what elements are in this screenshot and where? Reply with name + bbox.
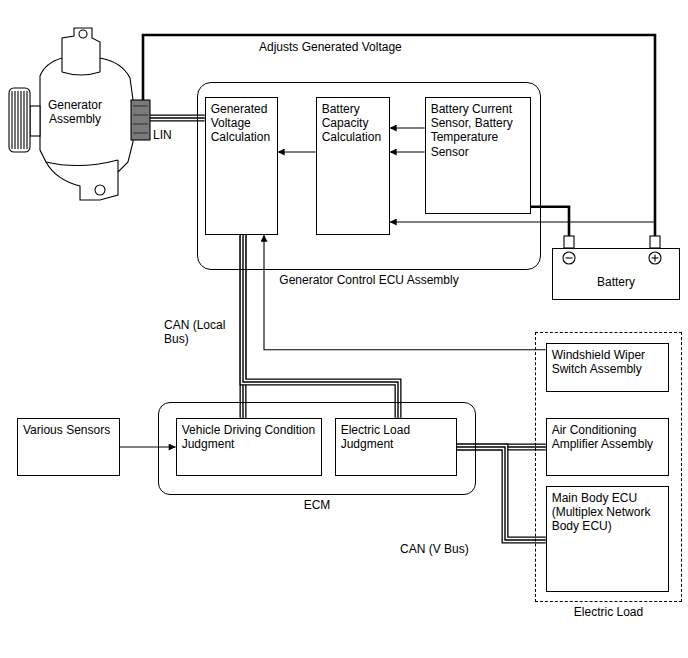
pulley-groove: [14, 91, 15, 149]
mount-hole: [95, 185, 105, 195]
bus-line: [457, 447, 546, 540]
minus-symbol: [563, 252, 575, 264]
generator-shaft: [30, 106, 40, 136]
node-label: Generated Voltage Calculation: [211, 102, 272, 145]
pulley-groove: [26, 91, 27, 149]
process-box: Generated Voltage Calculation: [205, 97, 278, 235]
plus-symbol: [649, 252, 661, 264]
process-box: Electric Load Judgment: [335, 418, 457, 476]
sensor-box: Various Sensors: [17, 418, 120, 476]
generator-assembly: Generator Assembly: [5, 30, 165, 210]
bus-line: [243, 235, 398, 418]
edge-label: CAN (Local Bus): [163, 318, 231, 347]
process-box: Battery Capacity Calculation: [316, 97, 390, 235]
bus-outer: [457, 447, 546, 540]
signal-line: [143, 35, 655, 236]
node-label: Main Body ECU (Multiplex Network Body EC…: [552, 491, 663, 534]
signal-line: [390, 152, 425, 153]
connector-path: [390, 221, 655, 222]
signal-line: [278, 152, 316, 153]
node-label: Battery: [597, 275, 635, 289]
bus-core: [243, 235, 398, 418]
process-box: Vehicle Driving Condition Judgment: [176, 418, 322, 476]
symbol-stroke: [654, 255, 655, 262]
signal-line: [264, 235, 546, 350]
electric-load-group: Electric LoadWindshield Wiper Switch Ass…: [535, 332, 682, 602]
battery-terminal: [650, 236, 660, 248]
load-box: Windshield Wiper Switch Assembly: [546, 343, 669, 392]
edge-label: CAN (V Bus): [399, 542, 470, 556]
node-label: Windshield Wiper Switch Assembly: [552, 348, 663, 377]
sensor-box: Battery Current Sensor, Battery Temperat…: [425, 97, 531, 214]
connector-path: [390, 127, 425, 128]
connector-path: [278, 151, 316, 152]
load-box: Main Body ECU (Multiplex Network Body EC…: [546, 486, 669, 592]
connector-path: [264, 235, 546, 350]
battery-terminal: [564, 236, 574, 248]
node-label: Battery Capacity Calculation: [322, 102, 384, 145]
node-label: Vehicle Driving Condition Judgment: [182, 423, 316, 452]
group-heading: Generator Control ECU Assembly: [178, 273, 560, 287]
connector-path: [143, 35, 655, 236]
battery-box: Battery: [552, 248, 680, 300]
symbol-stroke: [566, 257, 573, 258]
node-label: Electric Load Judgment: [341, 423, 451, 452]
connector-path: [120, 446, 176, 447]
node-label: Air Conditioning Amplifier Assembly: [552, 423, 663, 452]
signal-line: [390, 222, 655, 223]
signal-line: [390, 128, 425, 129]
pulley-groove: [17, 91, 18, 149]
signal-line: [531, 207, 569, 236]
signal-line: [120, 447, 176, 448]
node-label: Various Sensors: [23, 423, 114, 437]
connector-path: [390, 151, 425, 152]
connector-rib: [133, 105, 148, 106]
bus-gap: [457, 447, 546, 540]
bus-outer: [243, 235, 398, 418]
connector-path: [531, 207, 569, 236]
generator-pulley: [9, 88, 30, 152]
bus-gap: [243, 235, 398, 418]
group-heading: ECM: [139, 498, 495, 512]
generator-connector: [131, 100, 150, 140]
edge-label: Adjusts Generated Voltage: [258, 40, 403, 54]
load-box: Air Conditioning Amplifier Assembly: [546, 418, 669, 476]
connector-rib: [133, 123, 148, 124]
node-label: Generator Assembly: [33, 98, 117, 127]
connector-rib: [133, 132, 148, 133]
pulley-groove: [23, 91, 24, 149]
battery-terminals: [552, 248, 680, 300]
mount-hole: [79, 30, 87, 38]
ecm-group: ECMVehicle Driving Condition JudgmentEle…: [158, 402, 476, 495]
pulley-groove: [20, 91, 21, 149]
ecu-group: Generator Control ECU AssemblyGenerated …: [197, 82, 541, 270]
group-heading: Electric Load: [516, 605, 688, 619]
bus-core: [457, 447, 546, 540]
pulley-groove: [11, 91, 12, 149]
connector-rib: [133, 114, 148, 115]
edge-label: LIN: [152, 128, 173, 142]
node-label: Battery Current Sensor, Battery Temperat…: [431, 102, 525, 160]
